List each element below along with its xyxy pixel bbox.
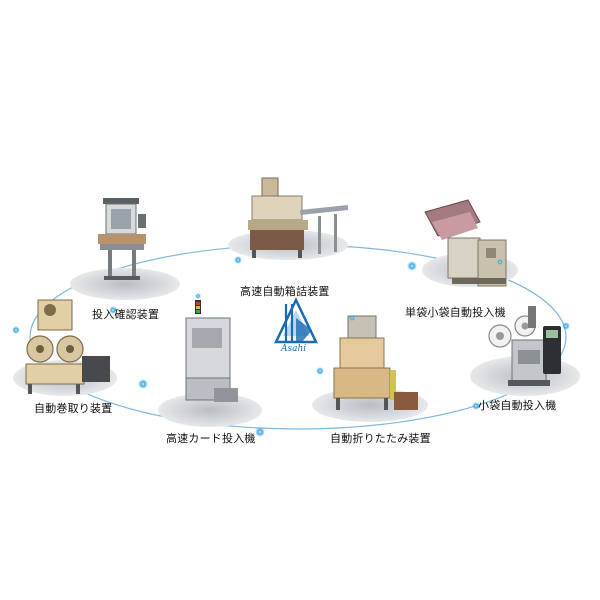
sparkle — [562, 322, 570, 330]
machine-small-bag-image — [488, 306, 561, 386]
sparkle-decorations — [12, 256, 570, 437]
sparkle — [497, 259, 503, 265]
sparkle — [109, 306, 117, 314]
machine-label-winding: 自動巻取り装置 — [34, 402, 113, 415]
floor-shadow — [70, 268, 180, 300]
machine-label-folding: 自動折りたたみ装置 — [330, 432, 431, 445]
sparkle — [316, 367, 324, 375]
sparkle — [12, 326, 20, 334]
machine-label-inspection: 投入確認装置 — [92, 308, 160, 321]
machine-card-image — [185, 300, 238, 402]
machine-single-bag-image — [424, 199, 507, 287]
machine-label-single-bag: 単袋小袋自動投入機 — [405, 306, 506, 319]
machine-winding-image — [25, 299, 110, 394]
asahi-logo-text: Asahi — [281, 344, 307, 354]
sparkle — [234, 256, 242, 264]
machine-label-card: 高速カード投入機 — [166, 432, 256, 445]
machine-folding-image — [333, 315, 418, 410]
sparkle — [195, 293, 201, 299]
machine-label-small-bag: 小袋自動投入機 — [478, 399, 557, 412]
sparkle — [349, 315, 355, 321]
sparkle — [407, 261, 417, 271]
machine-casing-image — [248, 177, 349, 258]
sparkle — [472, 402, 480, 410]
sparkle — [138, 379, 148, 389]
machine-label-casing: 高速自動箱詰装置 — [240, 285, 330, 298]
machine-inspection-image — [98, 198, 146, 280]
asahi-logo-icon — [274, 297, 318, 344]
sparkle — [255, 427, 265, 437]
